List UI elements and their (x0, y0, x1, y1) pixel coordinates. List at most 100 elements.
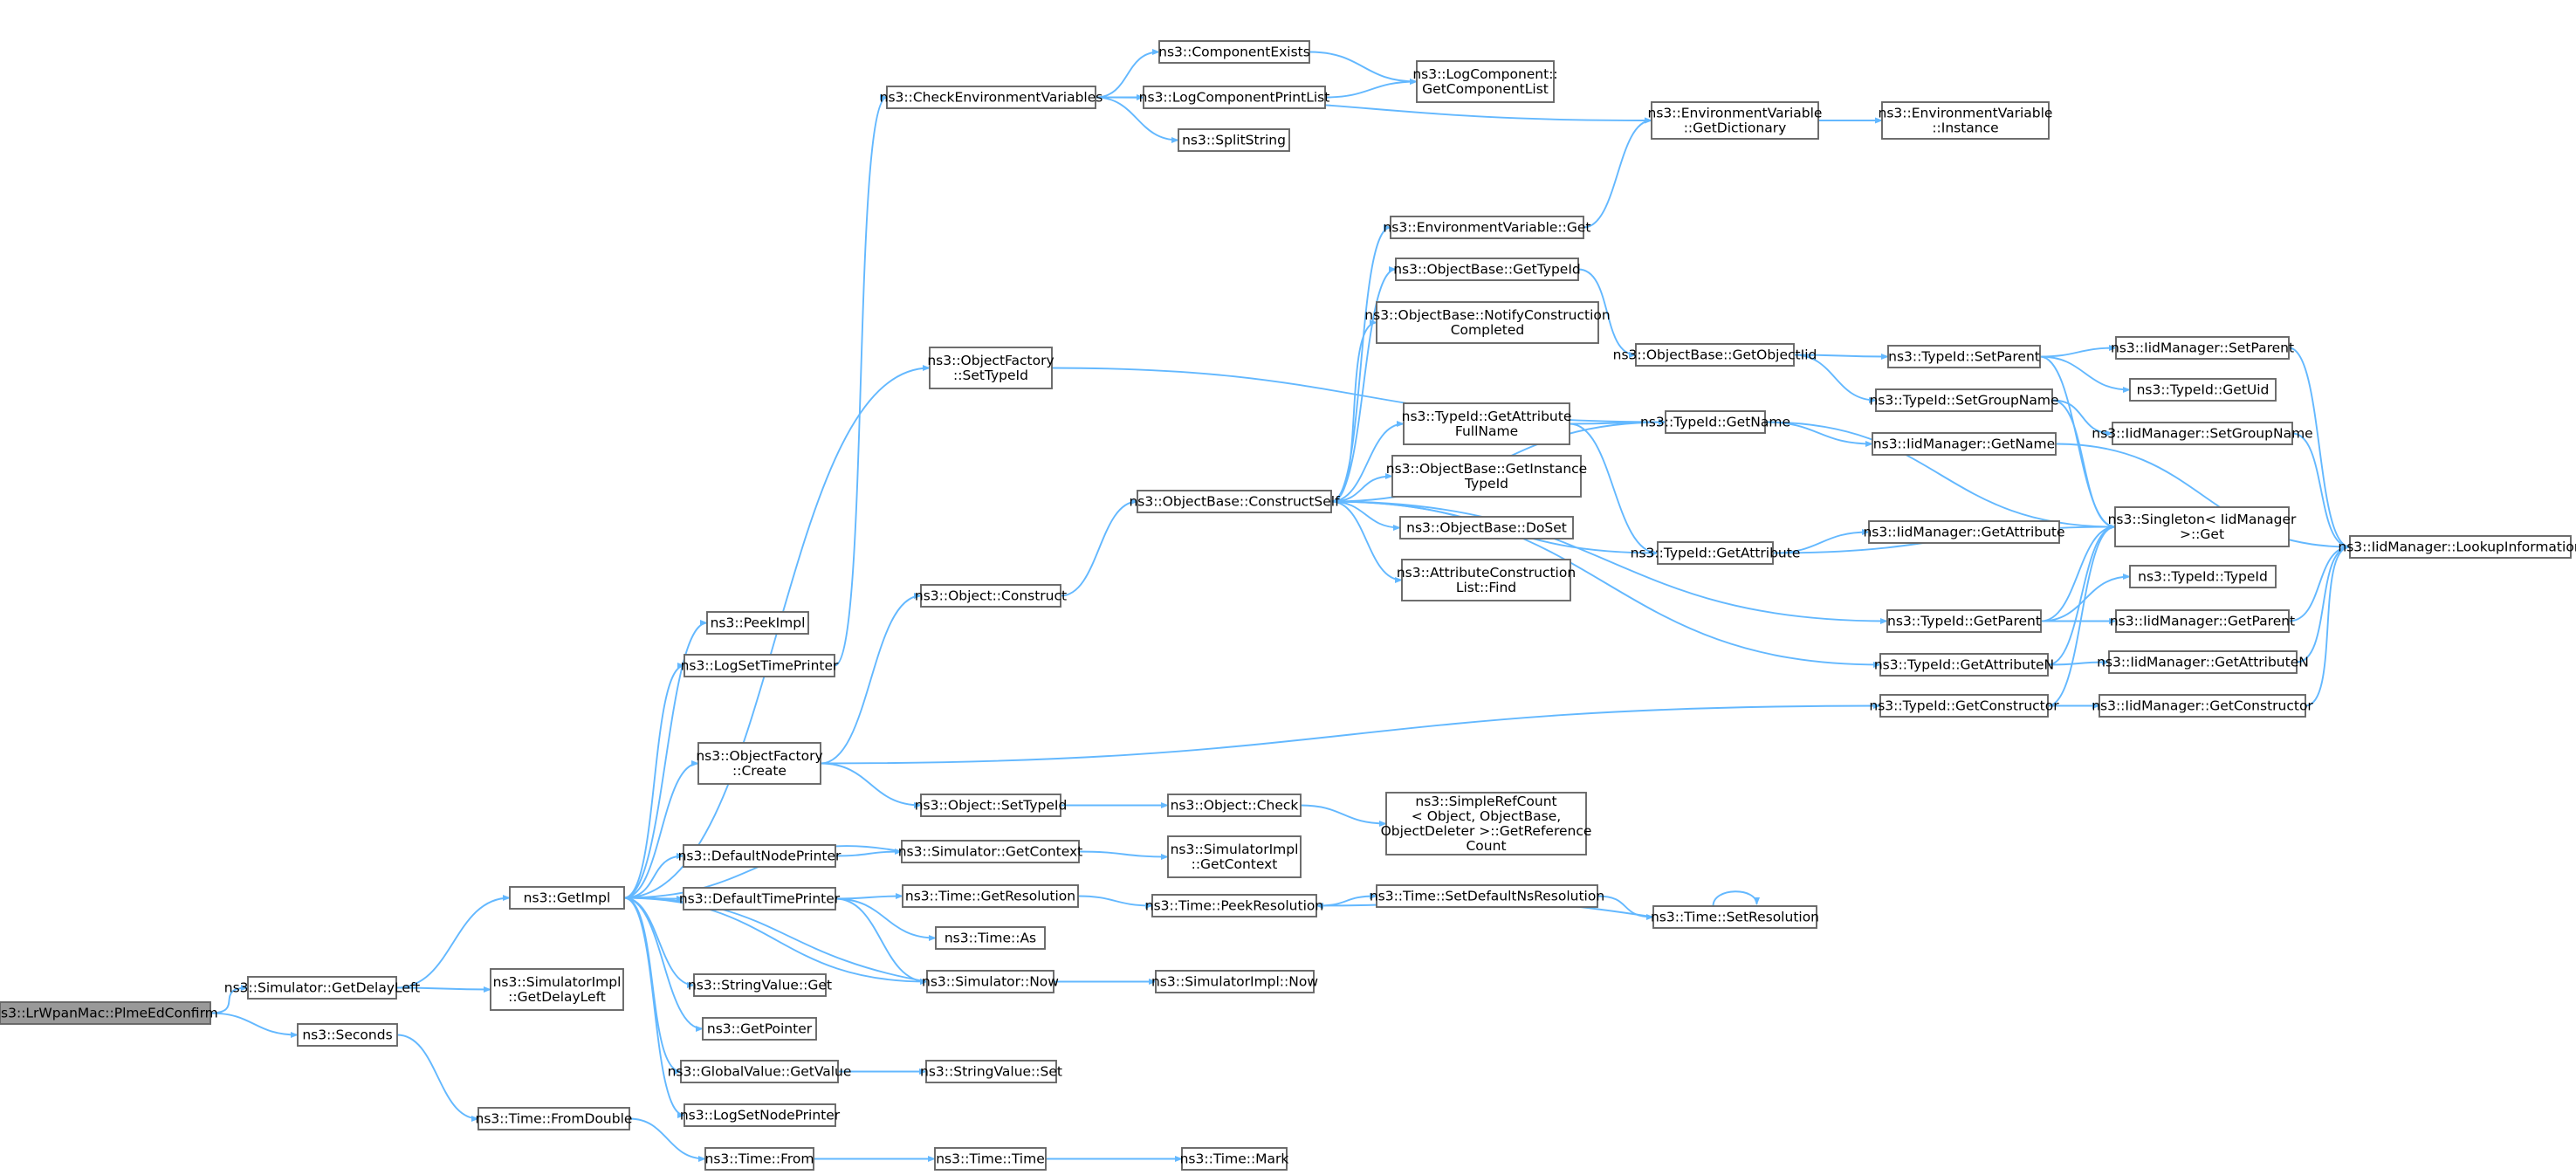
node-label: Count (1466, 838, 1506, 854)
edge-iidmgr-getname-to-iidmgr-lookupinfo (2055, 443, 2351, 551)
edge-objbase-constructself-to-objbase-doset (1330, 500, 1401, 532)
node-time-from[interactable]: ns3::Time::From (704, 1147, 814, 1171)
node-box (1881, 101, 2050, 140)
node-iidmgr-getparent[interactable]: ns3::IidManager::GetParent (2110, 609, 2295, 633)
node-envvar-instance[interactable]: ns3::EnvironmentVariable::Instance (1879, 101, 2053, 140)
node-logsetnodeprinter[interactable]: ns3::LogSetNodePrinter (680, 1103, 841, 1127)
node-box (1657, 541, 1774, 565)
node-defaultnodeprinter[interactable]: ns3::DefaultNodePrinter (678, 844, 841, 868)
node-box (1137, 490, 1332, 513)
node-typeid-setparent[interactable]: ns3::TypeId::SetParent (1887, 345, 2041, 368)
node-globalvalue-getvalue[interactable]: ns3::GlobalValue::GetValue (668, 1060, 852, 1083)
node-simimpl-getcontext[interactable]: ns3::SimulatorImpl::GetContext (1167, 835, 1302, 878)
node-time-as[interactable]: ns3::Time::As (935, 926, 1046, 950)
node-envvar-getdictionary[interactable]: ns3::EnvironmentVariable::GetDictionary (1648, 101, 1823, 140)
node-box (1385, 792, 1587, 855)
node-simplerefcount[interactable]: ns3::SimpleRefCount< Object, ObjectBase,… (1381, 792, 1592, 855)
node-typeid-getuid[interactable]: ns3::TypeId::GetUid (2129, 378, 2277, 402)
node-simimpl-getdelayleft[interactable]: ns3::SimulatorImpl::GetDelayLeft (490, 968, 624, 1011)
node-sim-now[interactable]: ns3::Simulator::Now (922, 970, 1059, 993)
node-typeid-getattributen[interactable]: ns3::TypeId::GetAttributeN (1874, 653, 2054, 677)
node-objbase-doset[interactable]: ns3::ObjectBase::DoSet (1399, 516, 1574, 539)
node-box (886, 86, 1096, 109)
node-label: ns3::ObjectFactory (696, 748, 822, 764)
node-time-peekresolution[interactable]: ns3::Time::PeekResolution (1145, 894, 1323, 917)
node-getcomponentlist[interactable]: ns3::LogComponent::GetComponentList (1412, 60, 1558, 103)
node-box (704, 1147, 814, 1171)
edge-typeid-getattributen-to-singleton-get (2047, 523, 2116, 666)
node-time-setdefaultns[interactable]: ns3::Time::SetDefaultNsResolution (1370, 884, 1604, 908)
node-stringvalue-set[interactable]: ns3::StringValue::Set (920, 1060, 1062, 1083)
node-box (247, 976, 397, 1000)
node-singleton-get[interactable]: ns3::Singleton< IidManager>::Get (2108, 506, 2297, 547)
node-objbase-constructself[interactable]: ns3::ObjectBase::ConstructSelf (1129, 490, 1340, 513)
node-label: ns3::TypeId::GetConstructor (1869, 698, 2059, 714)
edge-time-setresolution-to-time-setresolution (1712, 890, 1761, 907)
node-logcomponentprintlist[interactable]: ns3::LogComponentPrintList (1139, 86, 1330, 109)
node-objfactory-create[interactable]: ns3::ObjectFactory::Create (696, 742, 823, 785)
node-objbase-notify[interactable]: ns3::ObjectBase::NotifyConstructionCompl… (1364, 301, 1611, 344)
node-logsettimeprinter[interactable]: ns3::LogSetTimePrinter (681, 654, 839, 677)
node-iidmgr-setparent[interactable]: ns3::IidManager::SetParent (2111, 336, 2294, 360)
node-time-time[interactable]: ns3::Time::Time (934, 1147, 1047, 1171)
node-label: >::Get (2180, 526, 2224, 542)
node-typeid-getattribute[interactable]: ns3::TypeId::GetAttribute (1631, 541, 1801, 565)
edge-objbase-constructself-to-typeid-getattributen (1330, 500, 1881, 669)
node-label: GetComponentList (1422, 81, 1549, 97)
node-label: ::GetContext (1192, 856, 1278, 872)
node-iidmgr-lookupinfo[interactable]: ns3::IidManager::LookupInformation (2338, 535, 2576, 559)
edge-envvar-get-to-envvar-getdictionary (1583, 117, 1652, 229)
node-defaulttimeprinter[interactable]: ns3::DefaultTimePrinter (679, 887, 841, 910)
edge-object-check-to-simplerefcount (1300, 804, 1387, 828)
node-sim-getcontext[interactable]: ns3::Simulator::GetContext (898, 840, 1083, 863)
node-label: ns3::SimulatorImpl (493, 974, 622, 990)
node-componentexists[interactable]: ns3::ComponentExists (1158, 40, 1310, 64)
node-iidmgr-getname[interactable]: ns3::IidManager::GetName (1872, 432, 2057, 456)
node-iidmgr-getattributen[interactable]: ns3::IidManager::GetAttributeN (2097, 650, 2309, 674)
edge-defaulttimeprinter-to-time-as (835, 897, 937, 942)
node-simimpl-now[interactable]: ns3::SimulatorImpl::Now (1151, 970, 1318, 993)
node-objfactory-settypeid[interactable]: ns3::ObjectFactory::SetTypeId (927, 347, 1054, 389)
node-getpointer[interactable]: ns3::GetPointer (702, 1017, 817, 1041)
node-typeid-getconstructor[interactable]: ns3::TypeId::GetConstructor (1869, 694, 2059, 718)
node-object-construct[interactable]: ns3::Object::Construct (915, 584, 1067, 608)
node-time-mark[interactable]: ns3::Time::Mark (1180, 1147, 1289, 1171)
node-label: ns3::IidManager::SetGroupName (2092, 426, 2312, 442)
node-checkenv[interactable]: ns3::CheckEnvironmentVariables (880, 86, 1103, 109)
node-box (2129, 565, 2277, 588)
node-envvar-get[interactable]: ns3::EnvironmentVariable::Get (1383, 216, 1591, 239)
node-iidmgr-setgroupname[interactable]: ns3::IidManager::SetGroupName (2092, 422, 2313, 445)
edge-getimpl-to-getpointer (623, 897, 704, 1033)
node-box (2112, 422, 2293, 445)
node-objbase-gettypeid[interactable]: ns3::ObjectBase::GetTypeId (1393, 258, 1581, 281)
node-object-check[interactable]: ns3::Object::Check (1167, 794, 1302, 817)
node-typeid-getname[interactable]: ns3::TypeId::GetName (1640, 410, 1790, 434)
edge-typeid-getattrfullname-to-typeid-getattribute (1569, 423, 1659, 557)
node-stringvalue-get[interactable]: ns3::StringValue::Get (688, 973, 832, 997)
node-fromdouble[interactable]: ns3::Time::FromDouble (476, 1107, 633, 1130)
node-getimpl[interactable]: ns3::GetImpl (509, 886, 625, 910)
node-iidmgr-getconstructor[interactable]: ns3::IidManager::GetConstructor (2092, 694, 2313, 718)
node-label: ::GetDelayLeft (508, 989, 606, 1005)
edge-time-getresolution-to-time-peekresolution (1077, 895, 1153, 910)
node-time-getresolution[interactable]: ns3::Time::GetResolution (902, 884, 1079, 908)
node-splitstring[interactable]: ns3::SplitString (1178, 128, 1290, 152)
node-typeid-typeid[interactable]: ns3::TypeId::TypeId (2129, 565, 2277, 588)
node-time-setresolution[interactable]: ns3::Time::SetResolution (1651, 905, 1819, 929)
node-layer: ns3::LrWpanMac::PlmeEdConfirmns3::Simula… (0, 40, 2576, 1171)
node-seconds[interactable]: ns3::Seconds (297, 1023, 398, 1047)
node-box (935, 926, 1046, 950)
node-object-settypeid[interactable]: ns3::Object::SetTypeId (915, 794, 1068, 817)
edge-typeid-setparent-to-iidmgr-setparent (2039, 344, 2117, 358)
node-typeid-setgroupname[interactable]: ns3::TypeId::SetGroupName (1869, 388, 2059, 412)
node-box (477, 1107, 630, 1130)
node-getdelayleft[interactable]: ns3::Simulator::GetDelayLeft (224, 976, 420, 1000)
node-iidmgr-getattribute[interactable]: ns3::IidManager::GetAttribute (1863, 520, 2065, 544)
node-objbase-getobjectiid[interactable]: ns3::ObjectBase::GetObjectIid (1613, 343, 1817, 367)
node-typeid-getparent[interactable]: ns3::TypeId::GetParent (1886, 609, 2042, 633)
node-root[interactable]: ns3::LrWpanMac::PlmeEdConfirm (0, 1001, 218, 1025)
node-peekimpl[interactable]: ns3::PeekImpl (706, 611, 809, 635)
